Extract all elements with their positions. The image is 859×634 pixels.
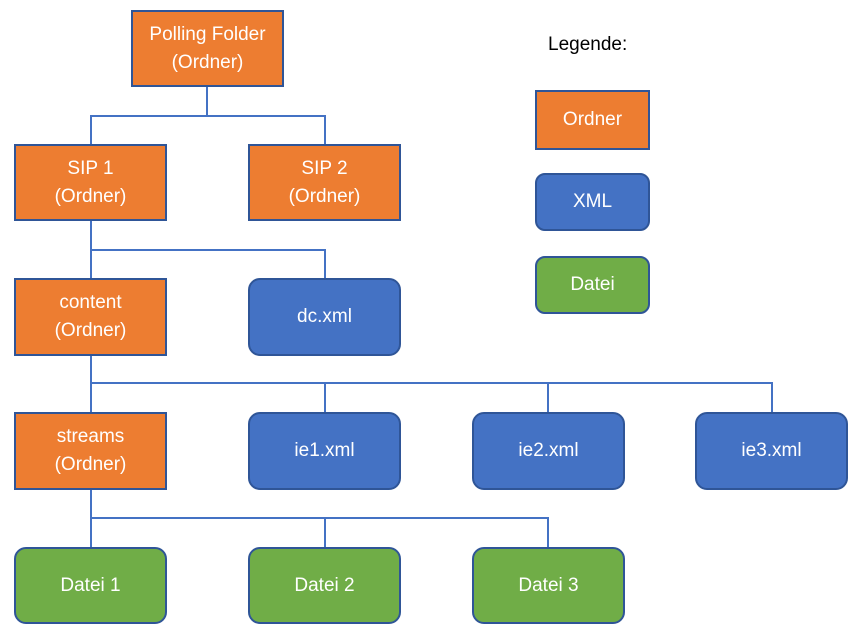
ie2-xml-label: ie2.xml [518, 440, 579, 461]
connector-content-branch [91, 382, 773, 412]
polling-folder-type: (Ordner) [171, 51, 244, 73]
datei3-label: Datei 3 [518, 574, 579, 596]
legend-file-label: Datei [570, 274, 615, 295]
dc-xml-node: dc.xml [248, 278, 401, 356]
sip1-node: SIP 1 (Ordner) [14, 144, 167, 221]
ie3-xml-label: ie3.xml [741, 440, 802, 461]
connector-sip1-dcxml [91, 249, 326, 278]
sip1-type: (Ordner) [54, 185, 127, 207]
content-node: content (Ordner) [14, 278, 167, 356]
ie1-xml-node: ie1.xml [248, 412, 401, 490]
sip2-label: SIP 2 [301, 157, 348, 179]
ie2-xml-node: ie2.xml [472, 412, 625, 490]
connector-streams-branch [91, 517, 549, 547]
ie3-xml-node: ie3.xml [695, 412, 848, 490]
sip1-label: SIP 1 [67, 157, 114, 179]
streams-node: streams (Ordner) [14, 412, 167, 490]
streams-type: (Ordner) [54, 454, 127, 475]
legend-folder-label: Ordner [562, 109, 623, 130]
datei2-node: Datei 2 [248, 547, 401, 624]
dc-xml-label: dc.xml [297, 306, 352, 327]
legend-title: Legende: [548, 34, 628, 55]
ie1-xml-label: ie1.xml [294, 440, 355, 461]
legend-xml-label: XML [572, 191, 613, 212]
connector-sip-branch [90, 115, 326, 144]
legend-xml-swatch: XML [535, 173, 650, 231]
polling-folder-label: Polling Folder [149, 23, 266, 45]
legend-folder-swatch: Ordner [535, 90, 650, 150]
legend-file-swatch: Datei [535, 256, 650, 314]
content-type: (Ordner) [54, 320, 127, 341]
polling-folder-node: Polling Folder (Ordner) [131, 10, 284, 87]
datei1-node: Datei 1 [14, 547, 167, 624]
streams-label: streams [56, 426, 125, 447]
sip2-type: (Ordner) [288, 185, 361, 207]
content-label: content [59, 292, 122, 313]
sip2-node: SIP 2 (Ordner) [248, 144, 401, 221]
datei1-label: Datei 1 [60, 574, 121, 596]
datei2-label: Datei 2 [294, 574, 355, 596]
datei3-node: Datei 3 [472, 547, 625, 624]
